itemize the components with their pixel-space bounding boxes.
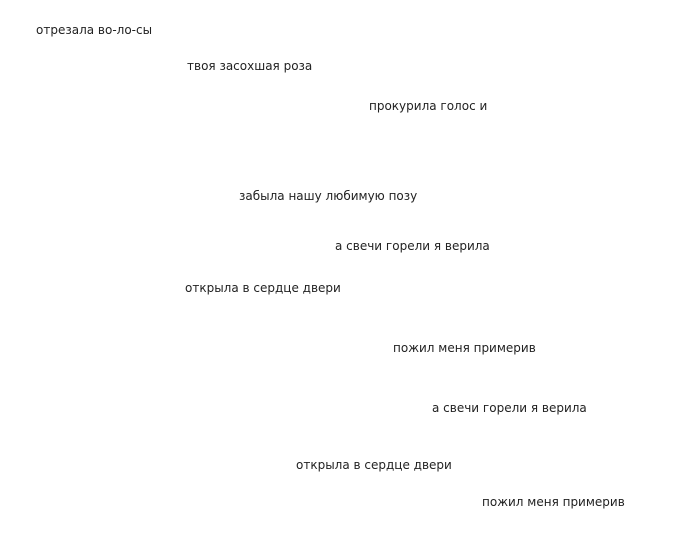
poem-line: пожил меня примерив: [482, 495, 625, 509]
poem-line: твоя засохшая роза: [187, 59, 313, 73]
poem-line: пожил меня примерив: [393, 341, 536, 355]
poem-line: открыла в сердце двери: [296, 458, 452, 472]
poem-line: забыла нашу любимую позу: [239, 189, 418, 203]
poem-line: а свечи горели я верила: [335, 239, 490, 253]
poem-line: а свечи горели я верила: [432, 401, 587, 415]
poem-line: прокурила голос и: [369, 99, 488, 113]
poem-line: открыла в сердце двери: [185, 281, 341, 295]
poem-line: отрезала во-ло-сы: [36, 23, 153, 37]
